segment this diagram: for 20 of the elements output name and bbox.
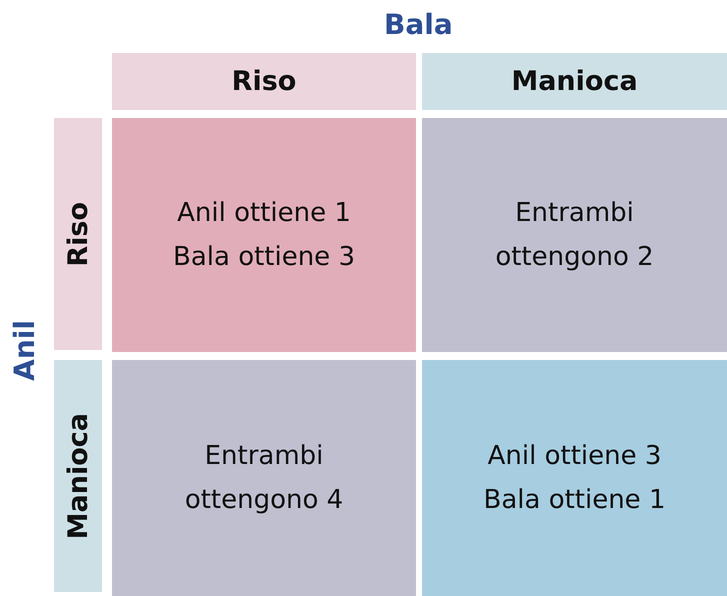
payoff-text: Entrambi ottengono 2 [494,197,655,274]
payoff-cell [112,118,416,352]
player-label: Bala [384,8,453,41]
payoff-cell [422,360,727,596]
payoff-cell [422,118,727,352]
column-header [112,53,416,110]
payoff-cell [112,360,416,596]
payoff-text: Bala ottiene 3 [173,241,355,274]
strategy-label: Manioca [511,66,638,97]
payoff-text: Anil ottiene 1 [177,197,351,230]
player-label: Anil [8,320,41,381]
row-header [54,360,102,592]
strategy-label: Riso [62,202,94,266]
row-header [54,118,102,350]
payoff-text: Entrambi ottengono 4 [184,440,344,517]
strategy-label: Manioca [62,412,94,540]
payoff-text: Anil ottiene 3 [488,440,662,473]
strategy-label: Riso [232,66,296,97]
payoff-text: Bala ottiene 1 [484,484,666,517]
column-header [422,53,727,110]
